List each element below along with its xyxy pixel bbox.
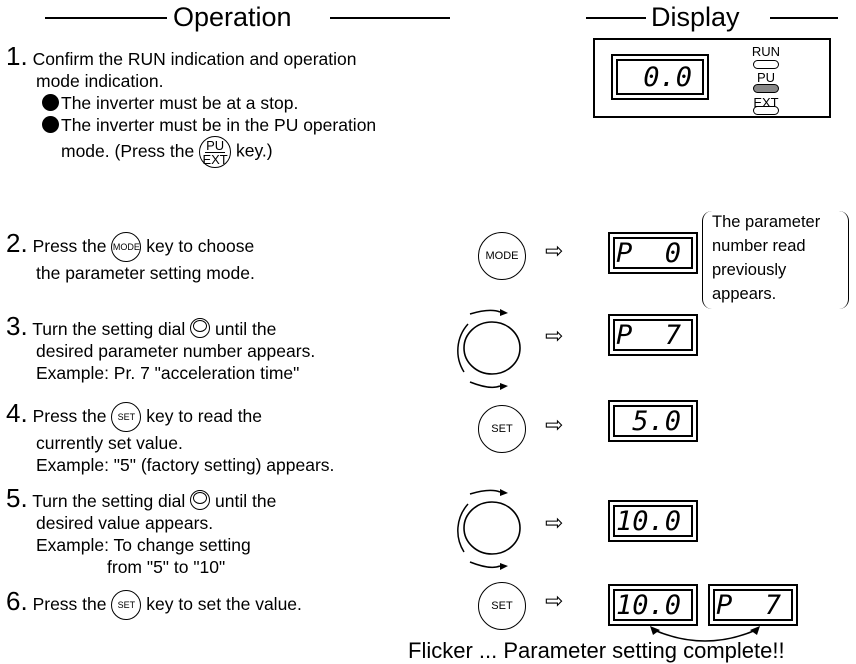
step-text: Confirm the RUN indication and operation (32, 49, 357, 69)
display-lcd: P 0 (608, 232, 698, 274)
step-text: Turn the setting dial (32, 319, 186, 339)
step-text: Press the (32, 236, 107, 256)
step-text: until the (215, 491, 277, 511)
step-number: 1. (6, 41, 28, 71)
bullet-text: The inverter must be in the PU operation (61, 115, 377, 135)
bullet-icon (42, 94, 59, 111)
note-bracket-left (702, 211, 713, 309)
step-1: 1. Confirm the RUN indication and operat… (6, 43, 377, 168)
operation-header: Operation (173, 2, 292, 32)
step-text: Turn the setting dial (32, 491, 186, 511)
arrow-icon: ⇨ (545, 412, 564, 437)
arrow-icon: ⇨ (545, 588, 564, 613)
step-text: Example: To change setting (36, 535, 251, 555)
footer-caption: Flicker ... Parameter setting complete!! (408, 638, 785, 663)
step-3: 3. Turn the setting dial until the desir… (6, 313, 316, 384)
set-key-icon: SET (111, 590, 142, 621)
lcd-value: P 7 (713, 589, 793, 621)
step-number: 3. (6, 311, 28, 341)
set-key-icon: SET (111, 402, 142, 433)
mode-key-icon: MODE (111, 232, 142, 263)
step-5: 5. Turn the setting dial until the desir… (6, 485, 277, 578)
step-number: 6. (6, 586, 28, 616)
step-text: desired parameter number appears. (36, 341, 316, 361)
display-lcd: P 7 (708, 584, 798, 626)
set-key[interactable]: SET (478, 582, 526, 630)
step-2: 2. Press the MODE key to choose the para… (6, 230, 255, 284)
bullet-text: key.) (236, 140, 273, 161)
display-lcd: P 7 (608, 314, 698, 356)
pu-label: PU (756, 70, 776, 85)
step-text: Example: "5" (factory setting) appears. (36, 455, 335, 476)
mode-key[interactable]: MODE (478, 232, 526, 280)
step-number: 2. (6, 228, 28, 258)
display-rule-right (770, 17, 838, 19)
bullet-text: mode. (Press the (61, 140, 195, 161)
display-lcd: 10.0 (608, 584, 698, 626)
setting-dial-icon (190, 318, 211, 338)
display-lcd: 5.0 (608, 400, 698, 442)
lcd-value: P 0 (613, 237, 693, 269)
bullet-icon (42, 116, 59, 133)
step-text: until the (215, 319, 277, 339)
step-text: Example: Pr. 7 "acceleration time" (36, 363, 300, 383)
flicker-arrow-icon (650, 626, 760, 642)
step-text: from "5" to "10" (107, 557, 226, 577)
arrow-icon: ⇨ (545, 323, 564, 348)
lcd-value: 10.0 (613, 505, 693, 537)
lcd-value: 10.0 (613, 589, 693, 621)
lcd-value: 5.0 (613, 405, 693, 437)
display-header: Display (651, 2, 740, 32)
setting-dial[interactable] (440, 482, 540, 574)
step-text: currently set value. (36, 433, 183, 454)
bullet-text: The inverter must be at a stop. (61, 93, 299, 113)
note-bracket-right (838, 211, 849, 309)
arrow-icon: ⇨ (545, 238, 564, 263)
lcd-value: 0.0 (616, 59, 704, 95)
operation-panel: 0.0 RUN PU EXT (593, 38, 831, 118)
pu-led-icon (753, 84, 779, 93)
header-rule-right (330, 17, 450, 19)
step-text: key to choose (146, 236, 255, 256)
step-text: mode indication. (36, 71, 164, 91)
lcd-value: P 7 (613, 319, 693, 351)
step-text: desired value appears. (36, 513, 214, 533)
step-text: Press the (32, 406, 107, 426)
run-led-icon (753, 60, 779, 69)
set-key[interactable]: SET (478, 405, 526, 453)
step-text: key to set the value. (146, 594, 302, 614)
setting-dial-icon (190, 490, 211, 510)
setting-dial[interactable] (440, 302, 540, 394)
header-rule-left (45, 17, 167, 19)
step-text: Press the (32, 594, 107, 614)
run-label: RUN (751, 44, 781, 59)
panel-lcd: 0.0 (611, 54, 709, 100)
step-text: key to read the (146, 406, 263, 426)
display-rule-left (586, 17, 646, 19)
step-number: 5. (6, 483, 28, 513)
ext-led-icon (753, 106, 779, 115)
step-number: 4. (6, 398, 28, 428)
step-text: the parameter setting mode. (36, 263, 255, 284)
step-4: 4. Press the SET key to read the current… (6, 400, 335, 476)
arrow-icon: ⇨ (545, 510, 564, 535)
step-6: 6. Press the SET key to set the value. (6, 588, 302, 621)
display-lcd: 10.0 (608, 500, 698, 542)
